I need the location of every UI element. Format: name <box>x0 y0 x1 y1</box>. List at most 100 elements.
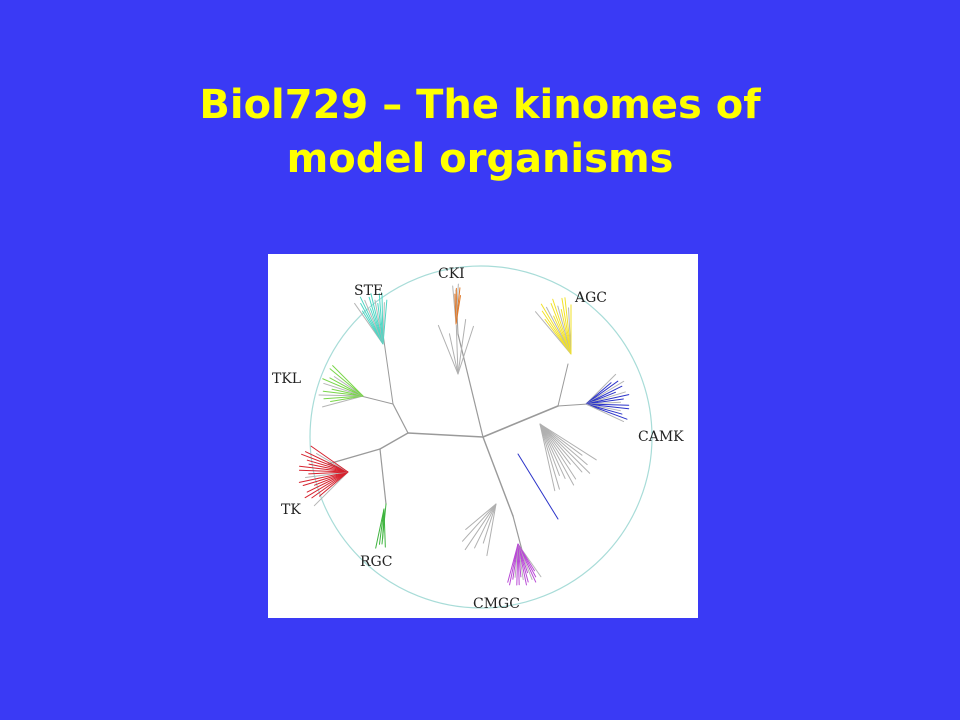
camk-leaf <box>585 373 617 405</box>
ste-leaf <box>382 299 388 345</box>
tree-labels: CKI AGC CAMK CMGC RGC TK TKL STE <box>272 266 684 612</box>
ste-stem <box>382 333 394 405</box>
camk-leaf <box>585 403 625 423</box>
backbone <box>392 403 409 434</box>
camk-leaf <box>585 380 619 405</box>
camk-stem <box>557 403 589 407</box>
tkl-leaf <box>332 365 364 397</box>
cmgc-grey <box>462 503 497 542</box>
backbone <box>379 432 409 450</box>
camk-leaf <box>585 385 623 405</box>
rgc-leaf <box>383 508 386 548</box>
tk-leaf <box>306 471 349 493</box>
tk-leaf <box>302 471 349 487</box>
cmgc-grey <box>464 503 497 551</box>
agc-stem <box>557 363 569 407</box>
label-camk: CAMK <box>638 429 684 445</box>
camk-grey <box>539 423 571 465</box>
tk-leaf <box>306 459 349 473</box>
tk-leaf <box>310 445 349 473</box>
tkl-leaf <box>323 395 364 400</box>
tk-leaf <box>308 463 349 473</box>
camk-grey <box>539 423 597 461</box>
backbone <box>379 448 387 505</box>
agc-leaf <box>552 298 572 355</box>
tree-branches <box>298 283 630 586</box>
tk-leaf <box>304 471 349 499</box>
tkl-leaf <box>333 376 364 397</box>
camk-grey <box>539 423 591 474</box>
backbone <box>482 405 559 438</box>
label-agc: AGC <box>574 290 607 306</box>
kinome-tree-svg: CKI AGC CAMK CMGC RGC TK TKL STE <box>272 265 684 612</box>
cki-grey <box>448 333 459 375</box>
tk-leaf <box>298 469 349 473</box>
tkl-leaf <box>323 382 364 397</box>
camk-leaf <box>585 380 625 405</box>
kinome-tree-figure: CKI AGC CAMK CMGC RGC TK TKL STE <box>268 254 698 618</box>
tkl-leaf <box>330 395 364 402</box>
tk-leaf <box>301 453 349 473</box>
tk-leaf <box>305 471 349 478</box>
camk-grey <box>539 423 583 473</box>
camk-leaf <box>585 403 630 406</box>
tk-leaf <box>298 471 349 483</box>
tkl-leaf <box>329 368 364 397</box>
camk-grey <box>539 423 577 480</box>
camk-leaf <box>585 398 624 405</box>
camk-grey <box>539 423 560 476</box>
backbone <box>457 333 484 438</box>
cki-leaf <box>455 295 462 325</box>
tk-leaf <box>304 451 349 473</box>
tk-leaf <box>299 465 349 473</box>
slide-title: Biol729 – The kinomes of model organisms <box>0 78 960 186</box>
slide-title-line-1: Biol729 – The kinomes of <box>199 82 761 128</box>
label-cki: CKI <box>438 266 465 282</box>
backbone <box>482 436 514 517</box>
camk-grey <box>539 423 566 479</box>
camk-leaf <box>585 403 628 420</box>
cmgc-leaf <box>507 543 519 583</box>
label-cmgc: CMGC <box>473 596 520 612</box>
slide-title-line-2: model organisms <box>286 136 674 182</box>
camk-leaf <box>585 394 630 405</box>
tk-leaf <box>313 471 349 507</box>
camk-leaf <box>585 403 623 415</box>
tkl-leaf <box>318 394 364 397</box>
camk-leaf <box>517 453 559 520</box>
cki-grey <box>437 324 459 375</box>
outer-circle <box>309 265 653 609</box>
cki-grey <box>455 324 459 375</box>
cmgc-grey <box>482 503 497 544</box>
backbone <box>327 448 381 465</box>
tkl-leaf <box>322 395 364 408</box>
rgc-leaf <box>375 508 385 549</box>
camk-grey <box>539 423 588 466</box>
cmgc-grey <box>465 503 497 530</box>
tk-leaf <box>308 471 349 475</box>
tk-leaf <box>311 471 349 499</box>
cmgc-grey <box>486 503 497 557</box>
cki-grey <box>457 319 467 375</box>
camk-leaf <box>585 403 630 410</box>
label-ste: STE <box>354 283 383 299</box>
camk-grey <box>539 423 560 490</box>
agc-leaf <box>564 297 572 355</box>
label-tkl: TKL <box>272 371 301 387</box>
camk-leaf <box>585 391 626 405</box>
cki-grey <box>457 325 474 375</box>
agc-leaf <box>561 297 572 355</box>
tk-leaf <box>318 471 349 497</box>
cmgc-grey <box>474 503 497 549</box>
tkl-leaf <box>329 377 364 397</box>
backbone <box>407 432 484 438</box>
camk-grey <box>539 423 575 486</box>
tkl-leaf <box>331 388 364 397</box>
label-rgc: RGC <box>360 554 392 570</box>
camk-grey <box>539 423 556 492</box>
tkl-leaf <box>322 390 364 397</box>
agc-leaf <box>540 303 572 355</box>
tkl-leaf <box>322 378 364 397</box>
cmgc-stem <box>512 515 524 555</box>
label-tk: TK <box>281 502 301 518</box>
